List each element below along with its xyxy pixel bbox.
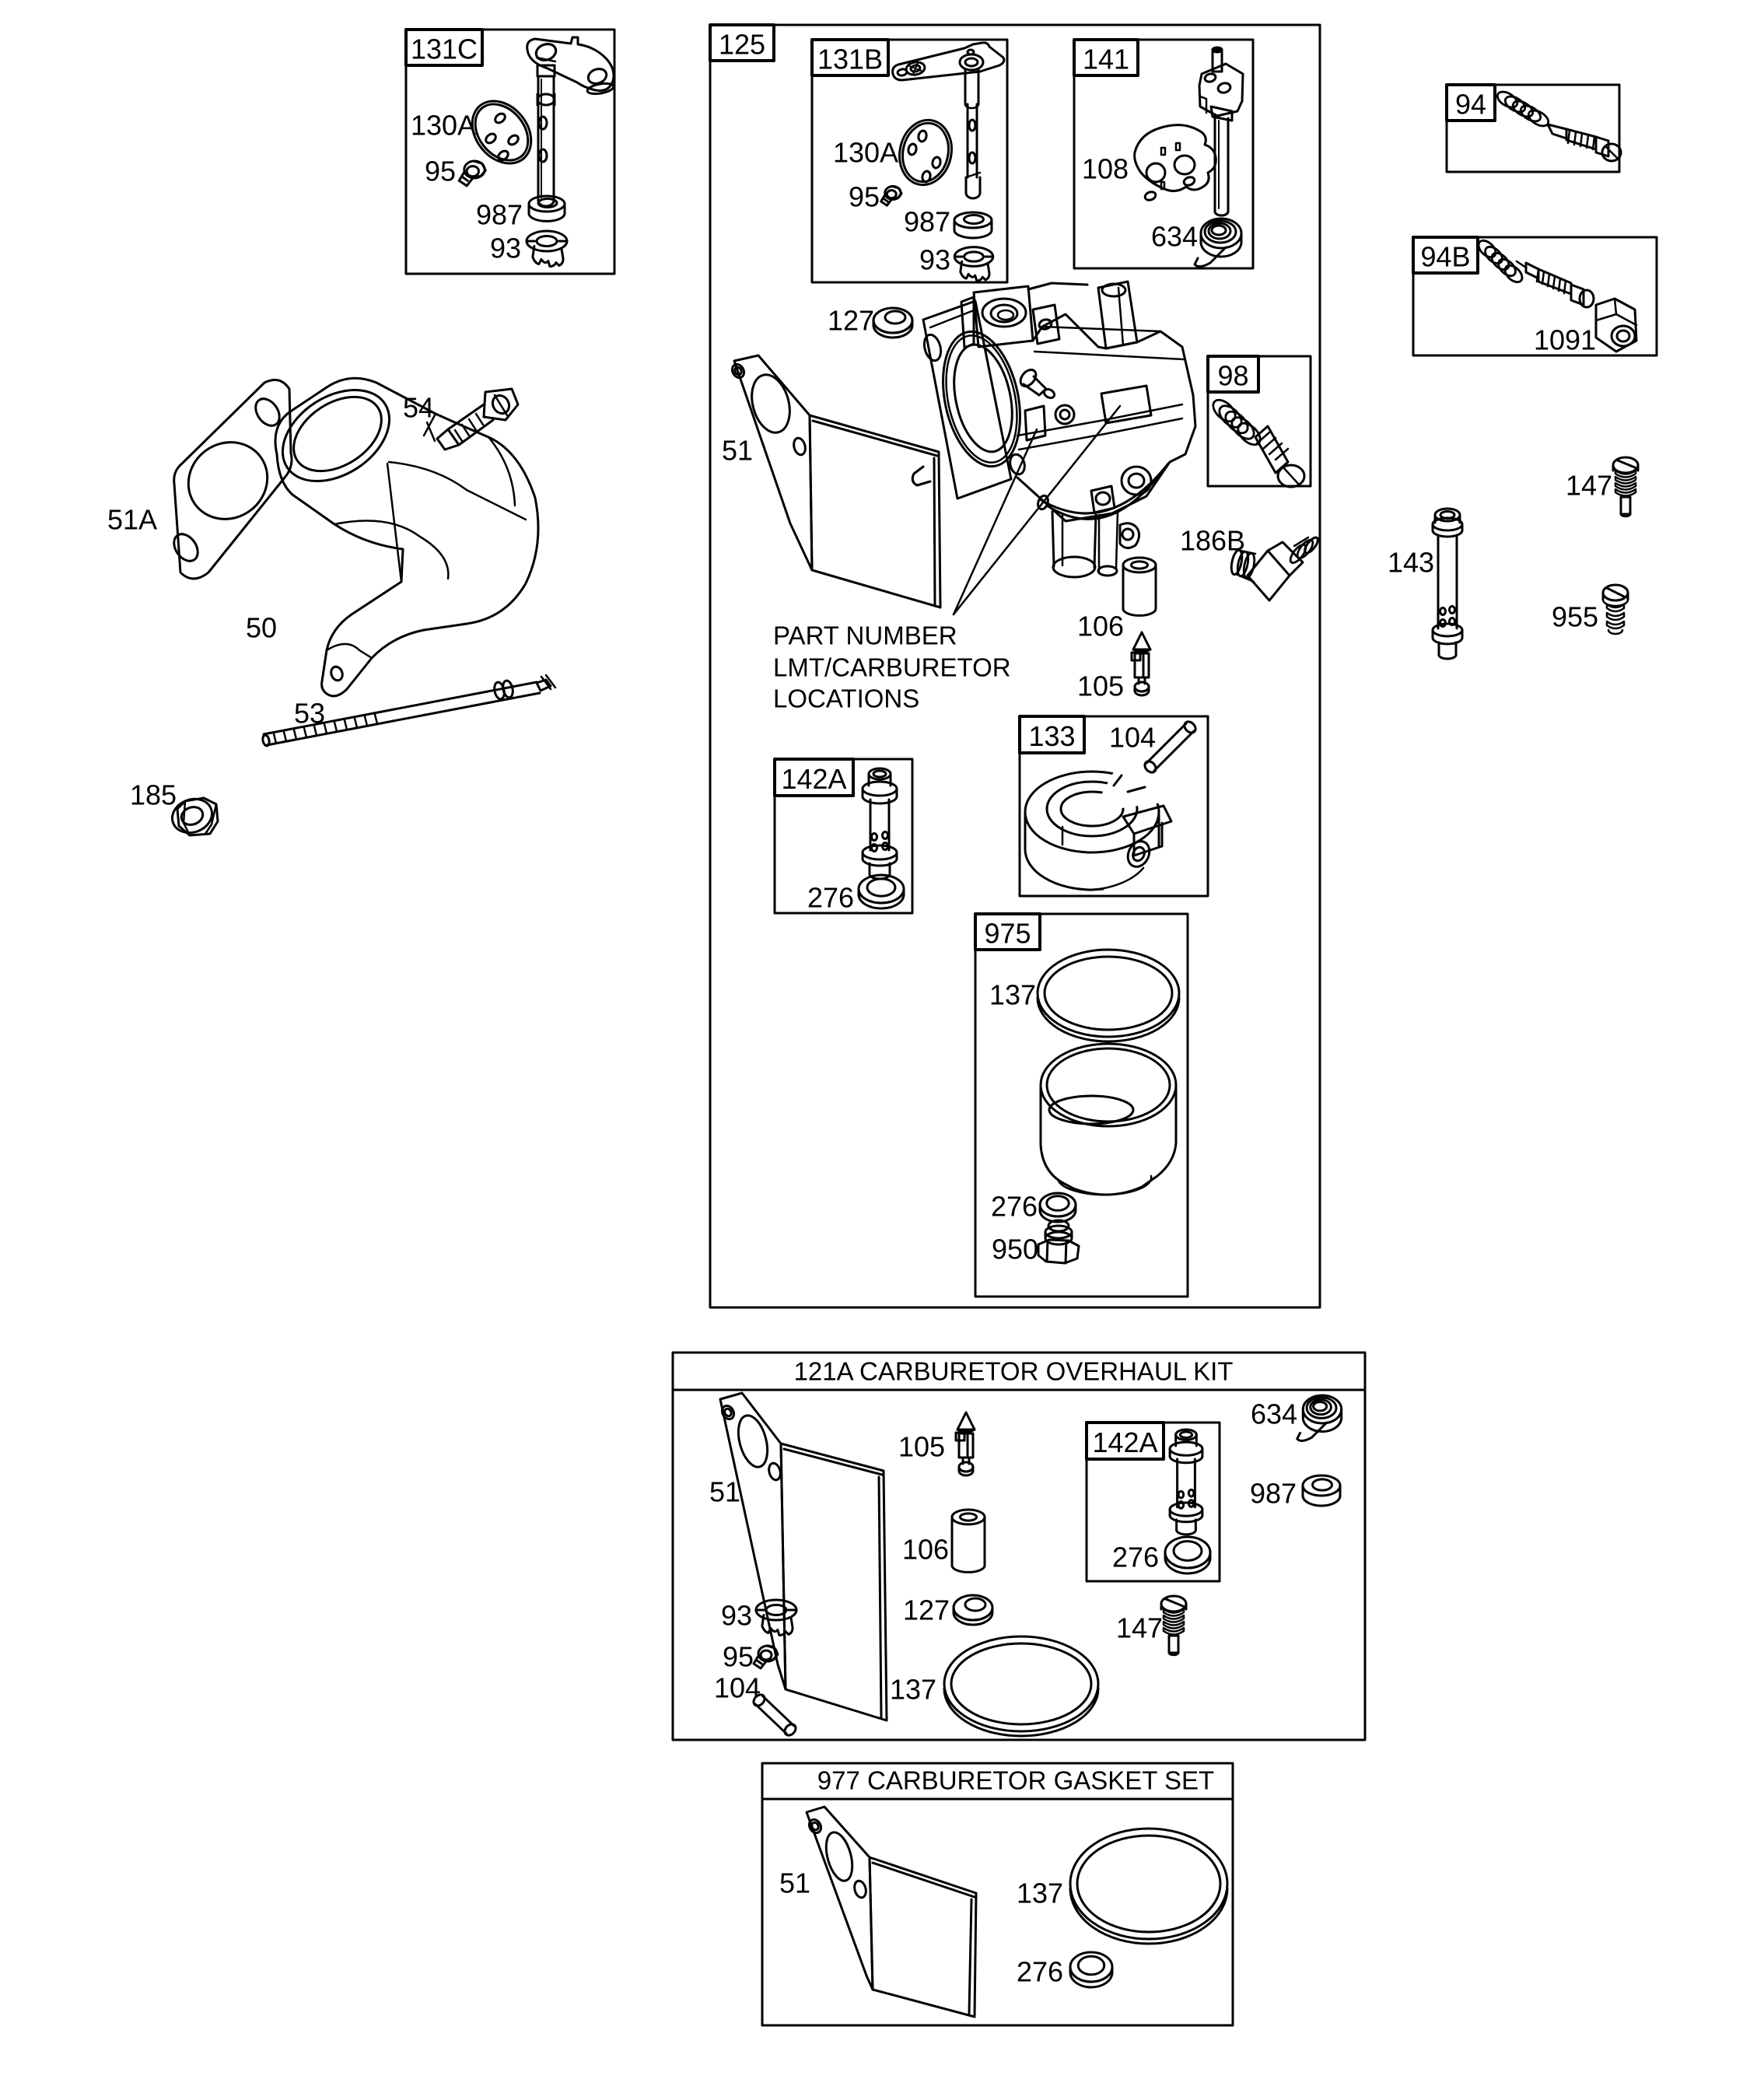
svg-text:95: 95 xyxy=(425,156,456,187)
svg-text:93: 93 xyxy=(721,1600,752,1632)
svg-text:LMT/CARBURETOR: LMT/CARBURETOR xyxy=(773,653,1011,682)
svg-text:51: 51 xyxy=(722,435,753,467)
svg-text:95: 95 xyxy=(723,1641,754,1673)
svg-text:1091: 1091 xyxy=(1534,324,1596,356)
svg-text:51A: 51A xyxy=(107,504,157,536)
svg-text:93: 93 xyxy=(919,244,950,276)
svg-text:LOCATIONS: LOCATIONS xyxy=(773,684,919,713)
svg-text:94: 94 xyxy=(1455,89,1486,121)
svg-text:PART NUMBER: PART NUMBER xyxy=(773,621,957,650)
svg-text:106: 106 xyxy=(902,1534,949,1566)
svg-text:143: 143 xyxy=(1388,547,1434,579)
svg-text:276: 276 xyxy=(991,1191,1038,1223)
svg-text:147: 147 xyxy=(1116,1612,1163,1644)
svg-text:95: 95 xyxy=(849,181,880,213)
svg-text:142A: 142A xyxy=(781,763,846,795)
svg-text:104: 104 xyxy=(714,1672,761,1704)
svg-text:104: 104 xyxy=(1109,722,1156,754)
svg-text:93: 93 xyxy=(490,233,521,264)
svg-text:127: 127 xyxy=(828,305,874,337)
svg-text:975: 975 xyxy=(984,918,1031,950)
svg-text:950: 950 xyxy=(992,1234,1038,1265)
svg-text:987: 987 xyxy=(476,199,523,231)
svg-text:137: 137 xyxy=(890,1674,936,1706)
svg-text:51: 51 xyxy=(709,1476,740,1508)
svg-text:50: 50 xyxy=(246,612,277,644)
svg-text:98: 98 xyxy=(1217,360,1248,392)
svg-text:137: 137 xyxy=(989,979,1036,1011)
svg-text:125: 125 xyxy=(719,29,765,61)
svg-text:54: 54 xyxy=(403,392,434,424)
svg-text:121A CARBURETOR OVERHAUL KIT: 121A CARBURETOR OVERHAUL KIT xyxy=(794,1357,1234,1386)
svg-text:276: 276 xyxy=(807,882,854,914)
svg-text:987: 987 xyxy=(904,206,950,238)
svg-text:147: 147 xyxy=(1566,470,1612,502)
svg-text:51: 51 xyxy=(779,1867,810,1899)
svg-text:276: 276 xyxy=(1017,1956,1063,1988)
svg-text:137: 137 xyxy=(1017,1878,1063,1909)
svg-text:131B: 131B xyxy=(817,44,883,75)
svg-text:133: 133 xyxy=(1028,720,1075,752)
svg-text:276: 276 xyxy=(1112,1542,1159,1573)
svg-text:141: 141 xyxy=(1083,44,1129,75)
svg-text:131C: 131C xyxy=(411,33,478,65)
svg-text:185: 185 xyxy=(130,779,177,811)
svg-text:127: 127 xyxy=(903,1594,950,1626)
svg-text:106: 106 xyxy=(1077,611,1124,642)
svg-text:130A: 130A xyxy=(411,110,476,142)
svg-text:142A: 142A xyxy=(1092,1426,1157,1458)
svg-text:105: 105 xyxy=(1077,670,1124,702)
svg-text:955: 955 xyxy=(1552,601,1598,633)
svg-text:186B: 186B xyxy=(1180,525,1245,557)
svg-text:130A: 130A xyxy=(833,137,898,169)
svg-text:987: 987 xyxy=(1250,1478,1297,1510)
svg-text:634: 634 xyxy=(1251,1398,1297,1430)
svg-text:634: 634 xyxy=(1151,221,1198,253)
svg-text:105: 105 xyxy=(898,1431,945,1463)
svg-text:108: 108 xyxy=(1082,153,1129,185)
svg-text:977 CARBURETOR GASKET SET: 977 CARBURETOR GASKET SET xyxy=(817,1766,1214,1795)
svg-text:94B: 94B xyxy=(1420,241,1470,273)
